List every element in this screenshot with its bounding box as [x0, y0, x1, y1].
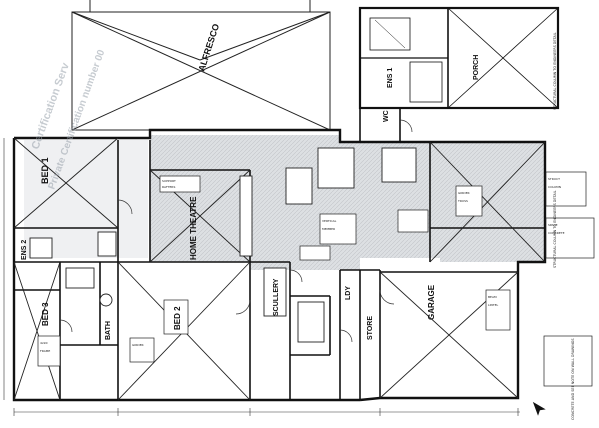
svg-text:GIRDER: GIRDER: [132, 343, 144, 347]
room-label-ens1: ENS 1: [387, 68, 394, 88]
room-label-ens2: ENS 2: [21, 240, 28, 260]
room-label-bed3: BED 3: [41, 302, 50, 326]
north-arrow-icon: [532, 401, 546, 416]
room-label-home-theatre: HOME THEATRE: [189, 196, 198, 260]
room-label-scullery: SCULLERY: [273, 278, 280, 316]
room-label-alfresco: ALFRESCO: [196, 22, 221, 72]
note-structural-column-2: STRUCTURAL COLUMN TO ENGINEERS DETAIL: [553, 190, 557, 268]
room-label-garage: GARAGE: [427, 284, 436, 320]
annotation-marks: SUPPORT RAFTERS VERTICAL MEMBER GIRDER TRUS…: [40, 177, 565, 353]
room-label-store: STORE: [367, 316, 374, 340]
svg-text:4x90: 4x90: [40, 341, 48, 345]
room-label-bath: BATH: [105, 321, 112, 340]
svg-text:BEAM: BEAM: [488, 295, 497, 299]
dimension-lines: [3, 138, 520, 416]
garage-roof-lines: [13, 137, 546, 401]
svg-text:LINTEL: LINTEL: [488, 303, 499, 307]
svg-text:FRAME: FRAME: [40, 349, 50, 353]
porch-block: [358, 6, 560, 110]
svg-text:CONCRETE: CONCRETE: [548, 231, 565, 235]
note-structural-column-1: STRUCTURAL COLUMN TO ENGINEERS DETAIL: [553, 32, 557, 110]
svg-text:TRUSS: TRUSS: [457, 199, 468, 203]
door-swings: [59, 119, 413, 343]
internal-walls: [14, 108, 545, 400]
room-label-wc: WC: [383, 110, 390, 122]
room-label-ldy: LDY: [345, 286, 352, 300]
svg-text:VERTICAL: VERTICAL: [322, 219, 337, 223]
svg-text:RAFTERS: RAFTERS: [162, 185, 176, 189]
room-label-bed1: BED 1: [40, 157, 50, 184]
svg-text:MEMBER: MEMBER: [322, 227, 335, 231]
svg-text:SPACE: SPACE: [548, 223, 558, 227]
alfresco-roof: [71, 0, 331, 131]
room-label-porch: PORCH: [473, 55, 480, 80]
note-sheet: CONCRETE AND SEE NOTE ON WALL DRAWINGS: [571, 338, 575, 420]
svg-text:COLUMN: COLUMN: [548, 185, 561, 189]
room-label-bed2: BED 2: [173, 306, 182, 330]
spec-notes: [37, 171, 595, 387]
svg-text:STRUCT: STRUCT: [548, 177, 560, 181]
svg-text:GIRDER: GIRDER: [458, 191, 470, 195]
svg-text:SUPPORT: SUPPORT: [162, 179, 176, 183]
kitchen-fixtures: [29, 147, 417, 343]
